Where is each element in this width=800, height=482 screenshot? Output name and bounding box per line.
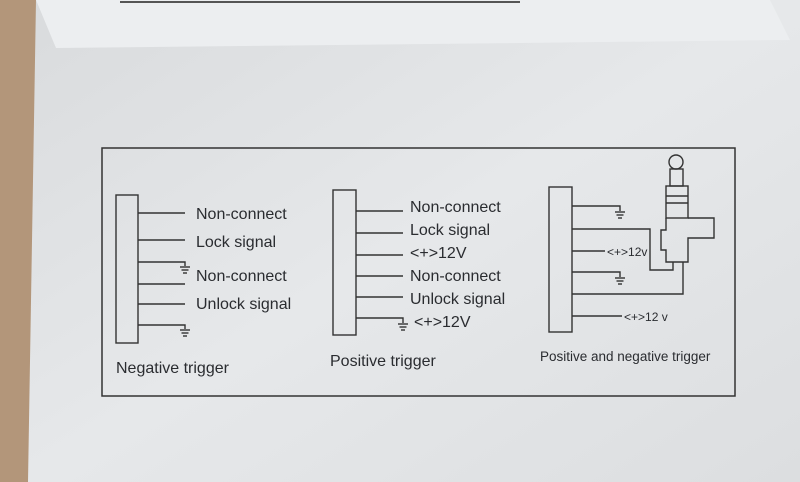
pos-label-6: <+>12V — [414, 314, 471, 331]
pos-label-4: Non-connect — [410, 268, 501, 285]
combined-connector — [548, 186, 573, 333]
combined-caption: Positive and negative trigger — [540, 349, 711, 364]
pos-label-5: Unlock signal — [410, 291, 505, 308]
pos-label-2: Lock signal — [410, 222, 490, 239]
positive-caption: Positive trigger — [330, 353, 436, 370]
neg-label-3: Non-connect — [196, 268, 287, 285]
neg-label-4: Unlock signal — [196, 296, 291, 313]
diagram-frame — [101, 147, 736, 397]
combined-label-2: <+>12 v — [624, 310, 668, 324]
paper-sheet — [28, 0, 800, 482]
positive-connector — [332, 189, 357, 336]
neg-label-2: Lock signal — [196, 234, 276, 251]
paper-flap — [36, 0, 790, 48]
combined-label-1: <+>12v — [607, 245, 647, 259]
negative-connector — [115, 194, 139, 344]
negative-caption: Negative trigger — [116, 360, 230, 377]
pos-label-1: Non-connect — [410, 199, 501, 216]
door-lock-switch-icon — [660, 154, 715, 263]
pos-label-3: <+>12V — [410, 245, 467, 262]
neg-label-1: Non-connect — [196, 206, 287, 223]
